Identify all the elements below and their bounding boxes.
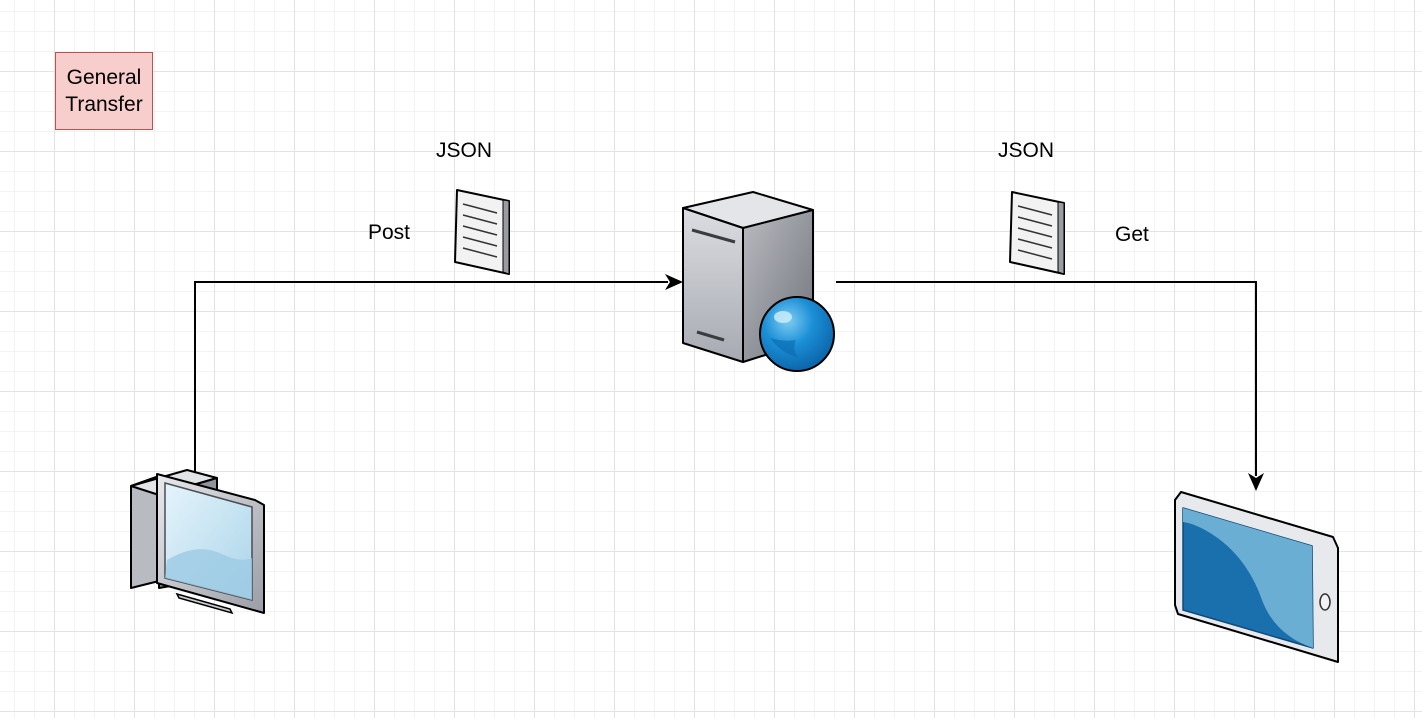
right-json-label: JSON [998,139,1055,162]
general-transfer-label-box[interactable]: General Transfer [55,52,153,130]
edge-get[interactable] [836,281,1264,491]
json-document-icon-right[interactable] [1009,191,1065,275]
tablet-icon[interactable] [1174,491,1339,663]
edge-post[interactable] [194,274,683,472]
get-label: Get [1115,223,1149,246]
json-document-icon-left[interactable] [454,189,510,275]
left-json-label: JSON [436,139,493,162]
post-label: Post [368,221,411,244]
web-server-icon[interactable] [682,191,835,372]
desktop-computer-icon[interactable] [130,469,265,615]
